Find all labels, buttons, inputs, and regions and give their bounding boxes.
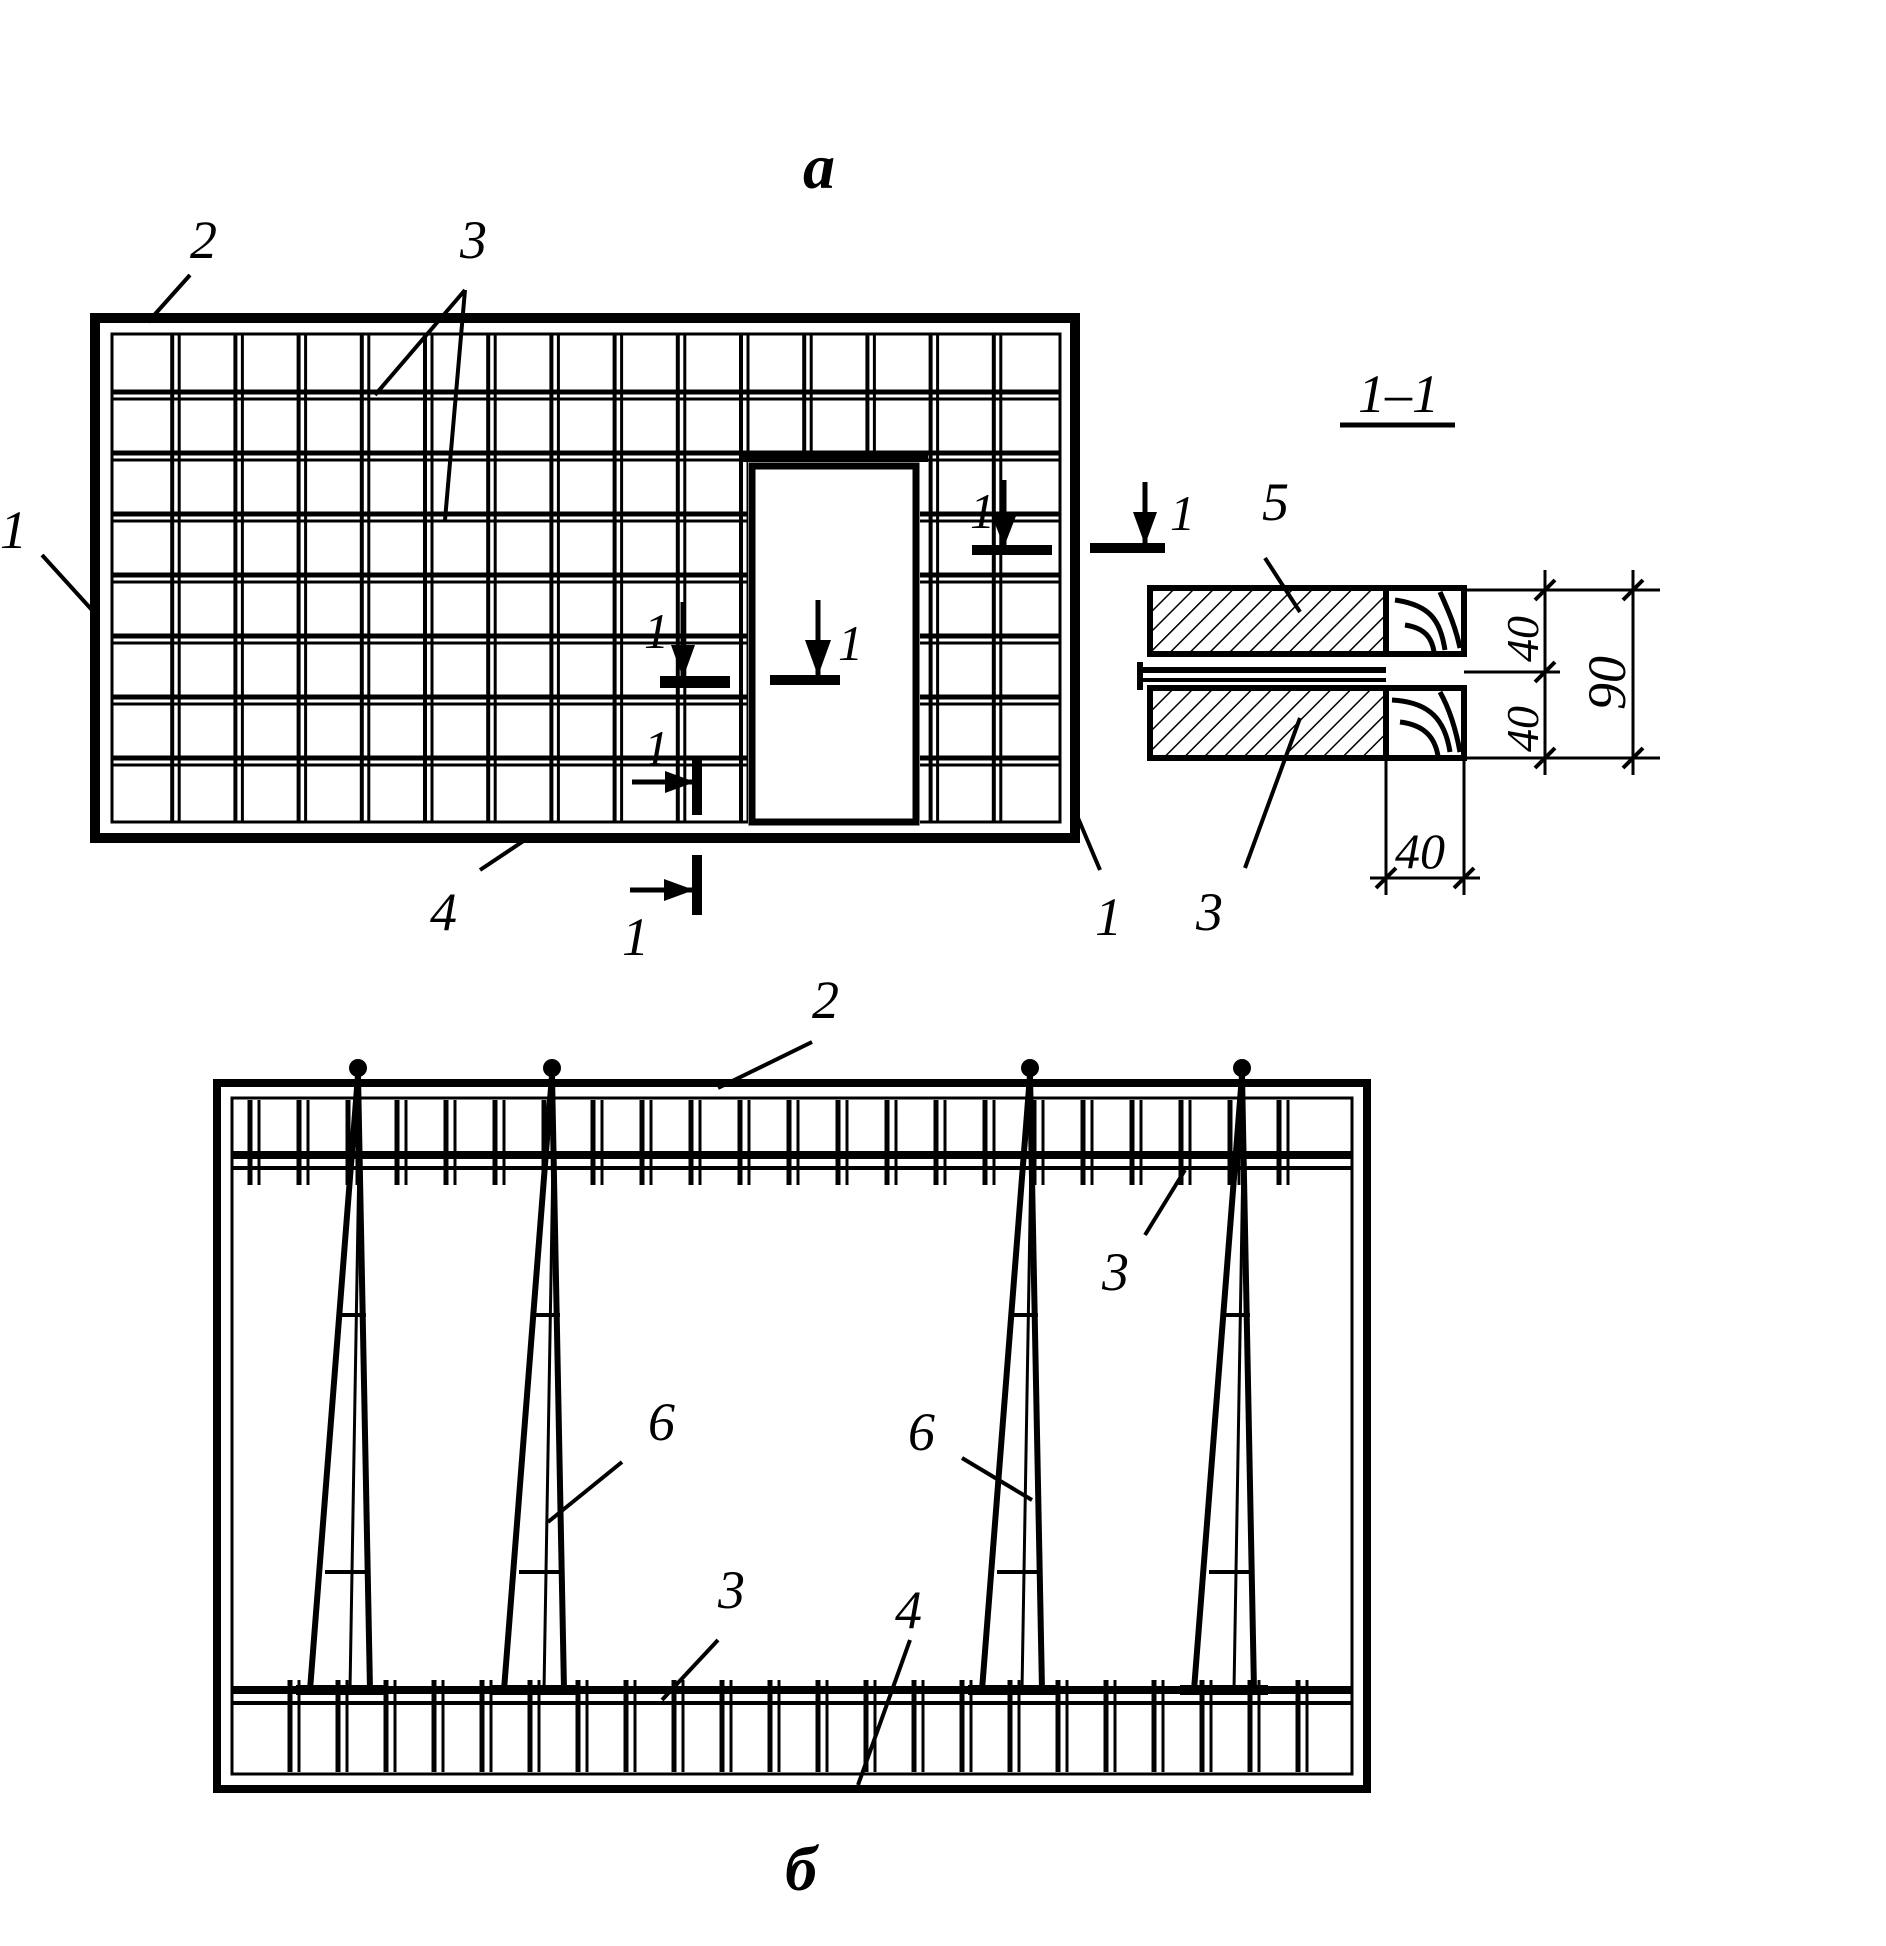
brace-top-knob	[349, 1059, 367, 1077]
brace-leg	[979, 1074, 1033, 1691]
brace-leg	[1020, 1099, 1034, 1691]
callout-b-6-left: 6	[648, 1392, 675, 1452]
figure-b-panel	[213, 1059, 1371, 1793]
section-timber-top	[1383, 585, 1467, 657]
brace-top-knob	[543, 1059, 561, 1077]
section-timber-bottom	[1383, 685, 1467, 761]
figure-a-panel	[90, 313, 1080, 843]
section-mark-inner-left: 1	[644, 602, 730, 688]
door-opening	[740, 454, 928, 826]
section-board-top	[1147, 585, 1389, 657]
svg-text:1: 1	[970, 483, 995, 539]
brace-leg	[542, 1099, 556, 1691]
callout-b-2: 2	[812, 970, 839, 1030]
callout-1-left: 1	[0, 500, 27, 560]
callout-4: 4	[430, 882, 457, 942]
brace-leg	[1232, 1099, 1246, 1691]
svg-text:1: 1	[644, 603, 669, 659]
svg-text:1: 1	[644, 720, 669, 776]
callout-b-6-right: 6	[908, 1402, 935, 1462]
section-callout-5: 5	[1262, 472, 1289, 532]
dim-total: 90	[1577, 656, 1637, 710]
callout-b-4: 4	[895, 1580, 922, 1640]
dim-top: 40	[1497, 616, 1548, 662]
svg-text:1: 1	[1170, 485, 1195, 541]
svg-text:1: 1	[622, 907, 649, 967]
callout-b-3-right: 3	[1101, 1242, 1129, 1302]
panel-b-outer-frame	[213, 1079, 1371, 1793]
section-mark-inner-lower: 1	[632, 720, 702, 815]
brace-leg	[348, 1099, 362, 1691]
brace-top-knob	[1021, 1059, 1039, 1077]
figure-a-label: а	[803, 131, 835, 202]
section-mark-inner-right: 1	[970, 480, 1052, 555]
section-callout-3: 3	[1195, 882, 1223, 942]
figure-b-callouts: 2 3 6 6 3 4	[546, 970, 1187, 1786]
brace-top-knob	[1233, 1059, 1251, 1077]
section-mark-door: 1	[770, 600, 863, 685]
brace-leg	[501, 1074, 555, 1691]
brace-leg	[1191, 1074, 1245, 1691]
panel-a-outer-frame	[90, 313, 1080, 843]
section-board-bottom	[1147, 685, 1389, 761]
callout-b-3-bottom: 3	[717, 1560, 745, 1620]
callout-1-right: 1	[1095, 887, 1122, 947]
section-mark-outer-right: 1	[1090, 482, 1195, 553]
dim-width: 40	[1395, 823, 1445, 879]
callout-2: 2	[190, 210, 217, 270]
section-cut-marks: 1 1 1 1 1 1	[622, 480, 1195, 967]
section-title: 1–1	[1358, 364, 1439, 424]
section-dimensions: 40 40 90 40	[1370, 570, 1660, 895]
tapered-braces	[296, 1059, 1268, 1695]
brace-leg	[307, 1074, 361, 1691]
section-mark-bottom: 1	[622, 855, 702, 967]
section-1-1: 1–1	[1137, 364, 1660, 942]
figure-a-callouts: 1 2 3 4 1	[0, 210, 1122, 947]
callout-3: 3	[459, 210, 487, 270]
bottom-chord-lattice	[232, 1680, 1352, 1772]
section-gap	[1137, 662, 1386, 690]
figure-b-label: б	[785, 1833, 820, 1904]
dim-bottom: 40	[1497, 706, 1548, 752]
svg-text:1: 1	[838, 615, 863, 671]
